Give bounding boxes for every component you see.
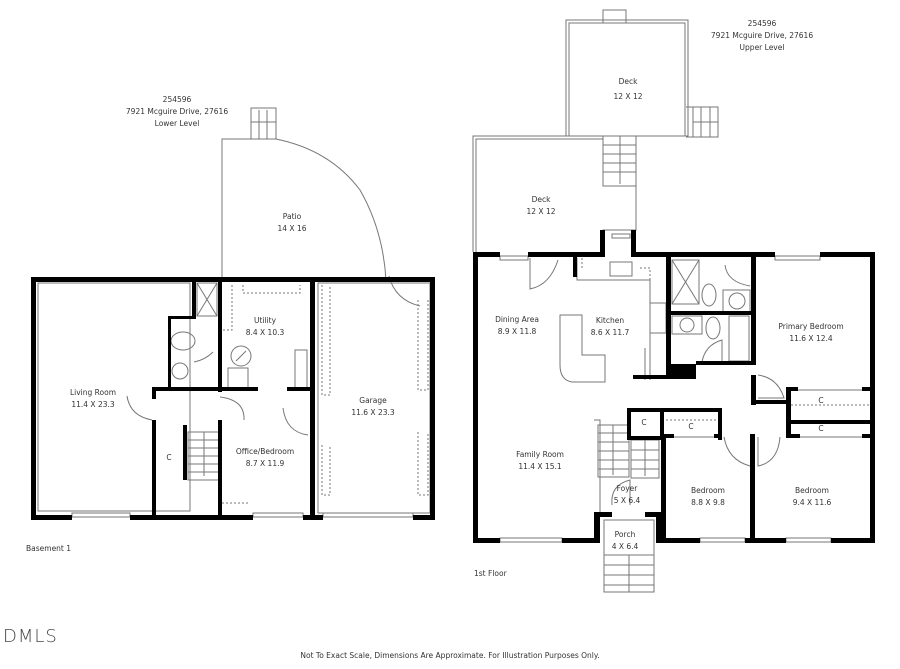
lower-level-header: 254596 7921 Mcguire Drive, 27616 Lower L… <box>126 94 228 130</box>
room-label-closet-hall: C <box>641 418 647 427</box>
level-name: Upper Level <box>739 43 785 52</box>
disclaimer-text: Not To Exact Scale, Dimensions Are Appro… <box>300 651 600 660</box>
level-name: Lower Level <box>154 119 200 128</box>
room-label-closet-bedroom-2: C <box>688 422 694 431</box>
dmls-logo: DMLS <box>3 626 58 647</box>
listing-id: 254596 <box>747 19 777 28</box>
room-label-closet-bedroom-3: C <box>818 424 824 433</box>
floor-name-basement: Basement 1 <box>26 544 72 553</box>
address: 7921 Mcguire Drive, 27616 <box>710 31 814 40</box>
listing-id: 254596 <box>162 95 192 104</box>
address: 7921 Mcguire Drive, 27616 <box>125 107 229 116</box>
floor-name-1st-floor: 1st Floor <box>474 569 507 578</box>
room-label-closet: C <box>166 453 172 462</box>
room-label-closet-primary: C <box>818 396 824 405</box>
upper-level-header: 254596 7921 Mcguire Drive, 27616 Upper L… <box>711 18 813 54</box>
